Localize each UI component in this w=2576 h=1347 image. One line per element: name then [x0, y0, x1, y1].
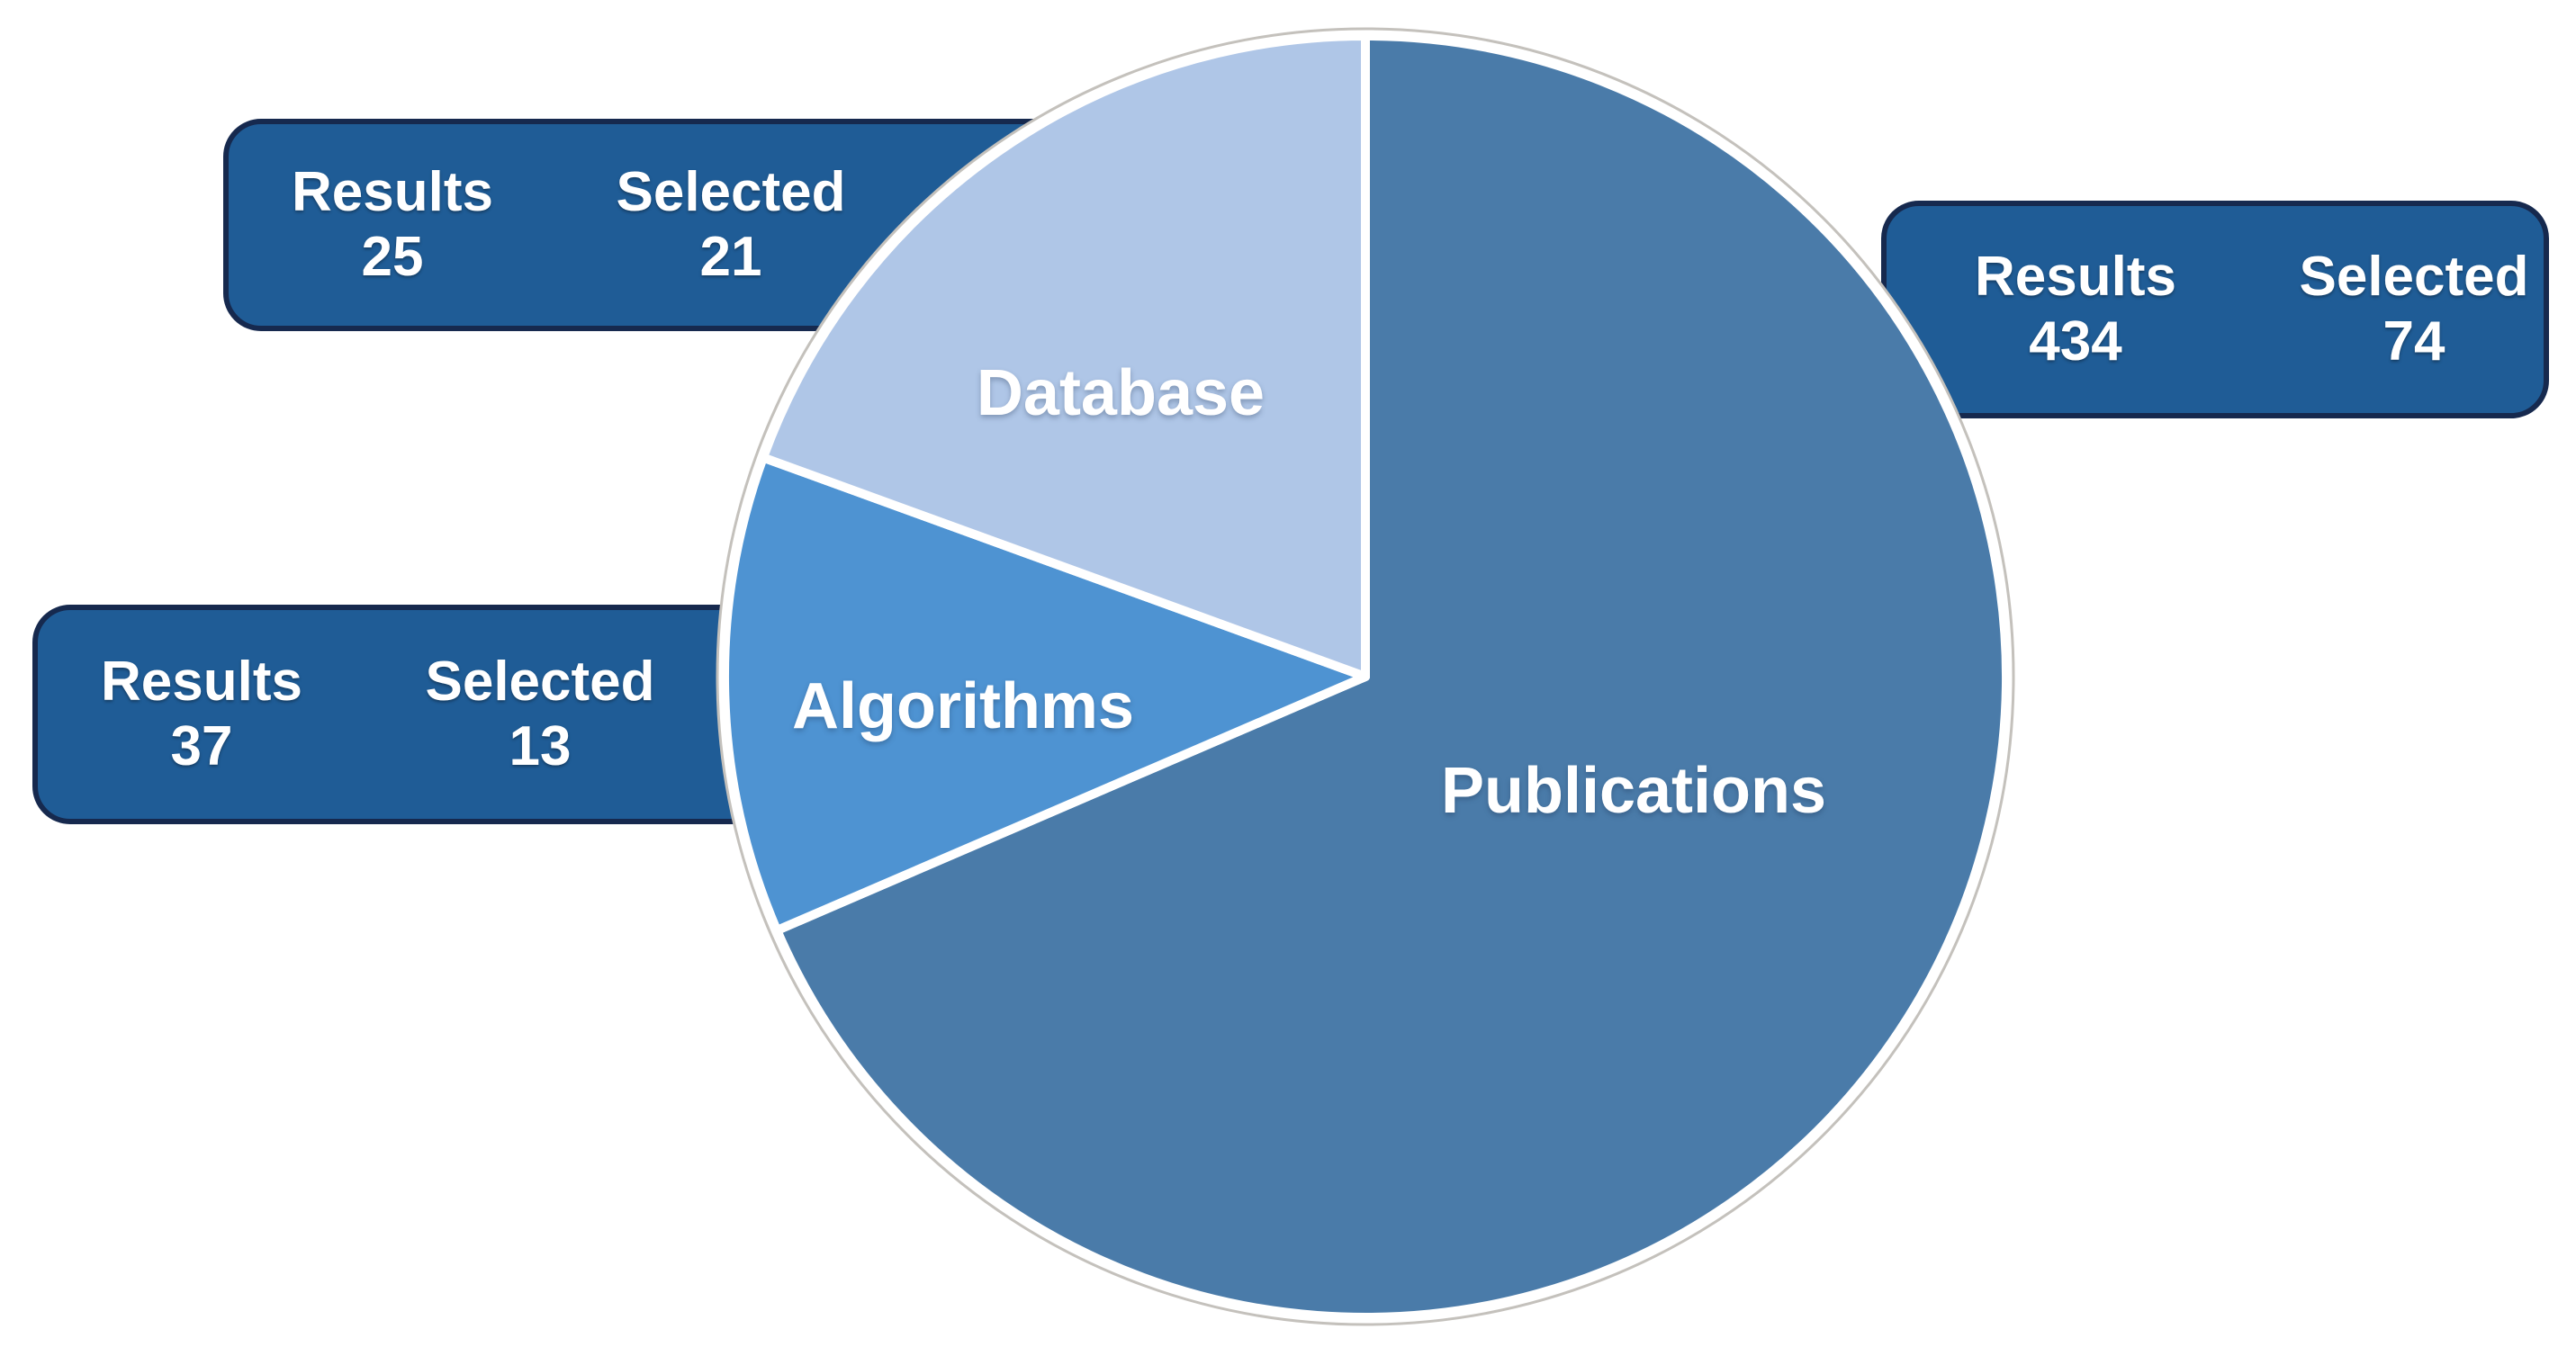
selected-label: Selected: [425, 651, 655, 713]
results-label: Results: [101, 651, 302, 713]
pie-slice-database: [758, 31, 1370, 681]
selected-value: 13: [509, 715, 572, 777]
results-value: 25: [361, 226, 424, 288]
results-value: 37: [170, 715, 233, 777]
pie-slice-labels: Database Algorithms Publications: [792, 357, 1826, 827]
pie-slices: [720, 31, 2011, 1322]
slice-label-algorithms: Algorithms: [792, 670, 1134, 742]
selected-column: Selected 13: [405, 650, 675, 779]
selected-column: Selected 21: [596, 160, 866, 290]
pie-slice-algorithms: [720, 453, 1370, 935]
results-column: Results 434: [1941, 245, 2211, 374]
selected-column: Selected 74: [2279, 245, 2549, 374]
results-column: Results 37: [67, 650, 337, 779]
pie-slice-publications: [772, 31, 2011, 1322]
results-value: 434: [2029, 310, 2122, 373]
selected-label: Selected: [2299, 246, 2529, 308]
slice-label-database: Database: [977, 357, 1265, 429]
selected-label: Selected: [616, 161, 846, 223]
selected-value: 21: [699, 226, 762, 288]
selected-value: 74: [2382, 310, 2445, 373]
results-label: Results: [1975, 246, 2176, 308]
callout-publications-counts: Results 434 Selected 74: [1881, 201, 2549, 418]
results-column: Results 25: [257, 160, 527, 290]
slice-label-publications: Publications: [1441, 755, 1826, 827]
results-label: Results: [292, 161, 493, 223]
